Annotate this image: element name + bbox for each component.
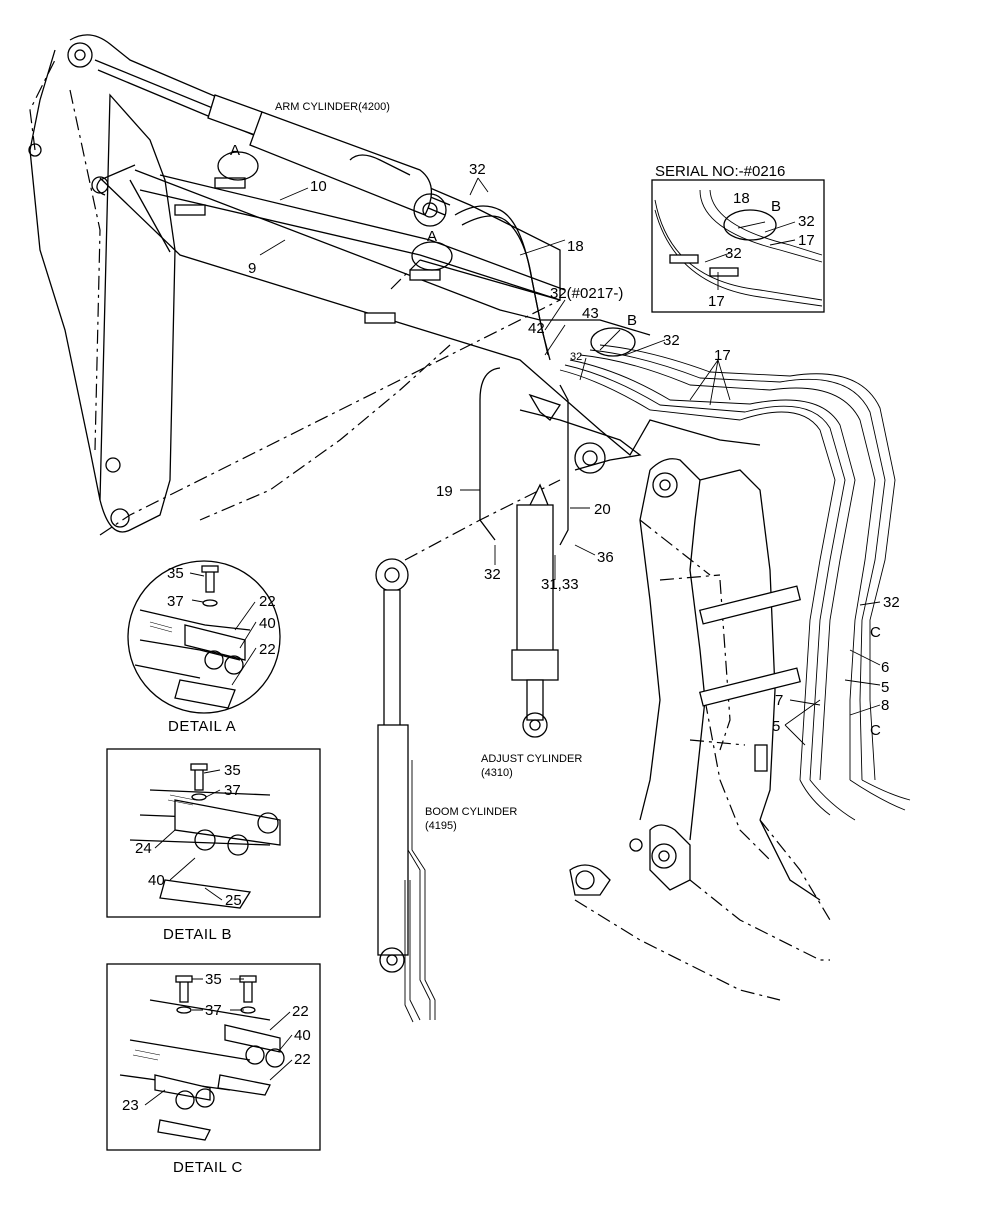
detail-b-25: 25 <box>225 892 242 909</box>
inset-callout-B: B <box>771 198 781 215</box>
callout-A-1: A <box>230 142 240 159</box>
detail-b-40: 40 <box>148 872 165 889</box>
detail-a-37: 37 <box>167 593 184 610</box>
detail-c-22-bottom: 22 <box>294 1051 311 1068</box>
callout-B-main: B <box>627 312 637 329</box>
callout-5-right: 5 <box>881 679 889 696</box>
callout-C-1: C <box>870 624 881 641</box>
inset-callout-18: 18 <box>733 190 750 207</box>
inset-callout-32-a: 32 <box>798 213 815 230</box>
detail-b-35: 35 <box>224 762 241 779</box>
callout-32-lower: 32 <box>484 566 501 583</box>
callout-32-right: 32 <box>663 332 680 349</box>
callout-8: 8 <box>881 697 889 714</box>
inset-callout-17-b: 17 <box>708 293 725 310</box>
callout-32-0217: 32(#0217-) <box>550 285 623 302</box>
adjust-cylinder-code: (4310) <box>481 767 513 779</box>
callout-32-top: 32 <box>469 161 486 178</box>
callout-9: 9 <box>248 260 256 277</box>
detail-c-23: 23 <box>122 1097 139 1114</box>
callout-17-main: 17 <box>714 347 731 364</box>
detail-c-35: 35 <box>205 971 222 988</box>
callout-42: 42 <box>528 320 545 337</box>
detail-a-22-bottom: 22 <box>259 641 276 658</box>
callout-5-left: 5 <box>772 718 780 735</box>
callout-10: 10 <box>310 178 327 195</box>
boom-cylinder <box>375 479 561 1023</box>
detail-b-24: 24 <box>135 840 152 857</box>
detail-c-37: 37 <box>205 1002 222 1019</box>
detail-b <box>106 748 321 918</box>
steel-tubes <box>139 151 566 324</box>
boom-cylinder-label: BOOM CYLINDER <box>425 806 517 818</box>
inset-callout-17-a: 17 <box>798 232 815 249</box>
detail-c-22-top: 22 <box>292 1003 309 1020</box>
callout-7: 7 <box>775 692 783 709</box>
inset-callout-32-b: 32 <box>725 245 742 262</box>
serial-inset <box>651 179 825 313</box>
text-labels: ARM CYLINDER(4200) SERIAL NO:-#0216 ADJU… <box>122 101 900 1176</box>
callout-43: 43 <box>582 305 599 322</box>
callout-6: 6 <box>881 659 889 676</box>
detail-c-caption: DETAIL C <box>173 1159 243 1176</box>
callout-36: 36 <box>597 549 614 566</box>
adjust-cylinder <box>511 483 559 738</box>
hoses-18-19-20 <box>454 205 636 546</box>
arm-cylinder-label: ARM CYLINDER(4200) <box>275 101 390 113</box>
callout-32-far-right: 32 <box>883 594 900 611</box>
arm-assembly <box>28 34 561 536</box>
boom-cylinder-code: (4195) <box>425 820 457 832</box>
callout-20: 20 <box>594 501 611 518</box>
detail-a <box>127 560 281 714</box>
detail-b-37: 37 <box>224 782 241 799</box>
detail-a-40: 40 <box>259 615 276 632</box>
detail-a-35: 35 <box>167 565 184 582</box>
leader-lines <box>144 177 881 1106</box>
detail-c <box>106 963 321 1151</box>
callout-18: 18 <box>567 238 584 255</box>
callout-19: 19 <box>436 483 453 500</box>
detail-a-caption: DETAIL A <box>168 718 236 735</box>
callout-A-2: A <box>427 228 437 245</box>
hose-bundle-17 <box>559 344 911 821</box>
callout-C-2: C <box>870 722 881 739</box>
adjust-cylinder-label: ADJUST CYLINDER <box>481 753 582 765</box>
detail-b-caption: DETAIL B <box>163 926 232 943</box>
serial-no-label: SERIAL NO:-#0216 <box>655 163 785 180</box>
detail-c-40: 40 <box>294 1027 311 1044</box>
swing-bracket <box>569 458 831 1001</box>
arm-cylinder <box>94 59 451 227</box>
callout-32-mid: 32 <box>570 351 582 363</box>
callout-31-33: 31,33 <box>541 576 579 593</box>
detail-a-22-top: 22 <box>259 593 276 610</box>
